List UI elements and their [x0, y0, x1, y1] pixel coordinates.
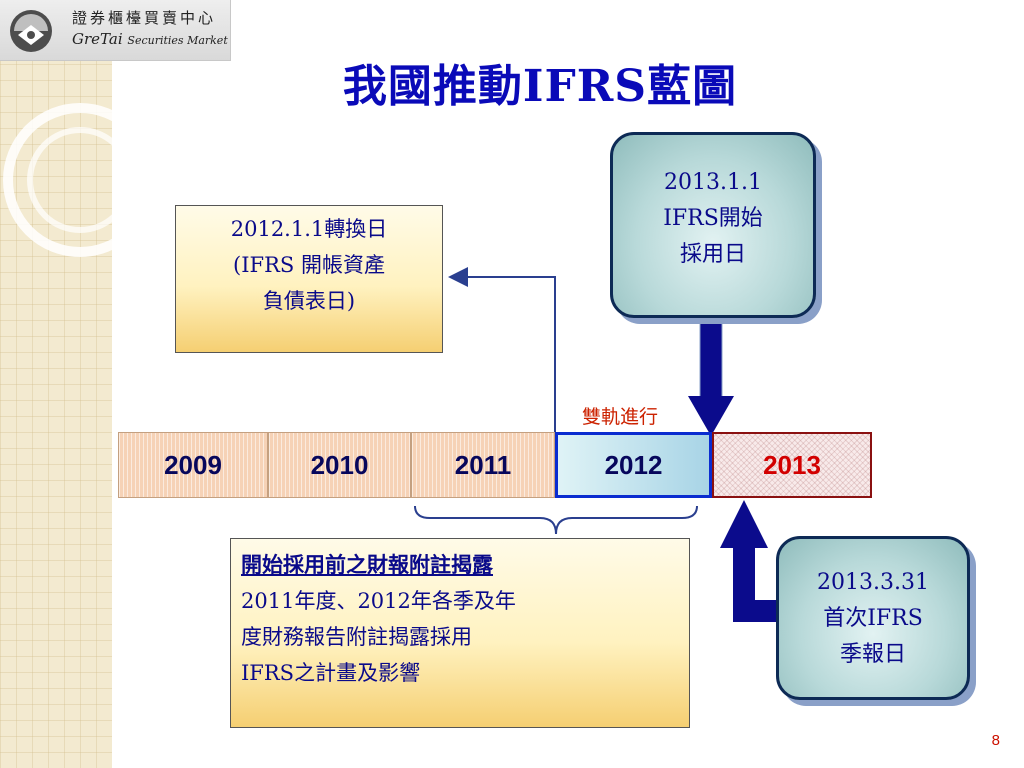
logo: 證券櫃檯買賣中心 GreTai Securities Market — [0, 0, 231, 61]
timeline-year-2012: 2012 — [555, 432, 712, 498]
page-title: 我國推動IFRS藍圖 — [342, 61, 738, 112]
timeline-year-2010: 2010 — [268, 432, 411, 498]
transition-date-connector — [448, 267, 556, 432]
logo-english-name: GreTai Securities Market — [72, 30, 228, 48]
adoption-date-line-1: 2013.1.1 — [664, 170, 762, 195]
pre-adoption-disclosure-box: 開始採用前之財報附註揭露 2011年度、2012年各季及年 度財務報告附註揭露採… — [230, 538, 690, 728]
gretai-logo-icon — [10, 10, 52, 52]
timeline-year-2011: 2011 — [411, 432, 555, 498]
adoption-date-line-3: 採用日 — [679, 242, 746, 267]
timeline-year-2013: 2013 — [712, 432, 872, 498]
decorative-rings — [3, 103, 112, 257]
transition-date-box: 2012.1.1轉換日 (IFRS 開帳資產 負債表日) — [175, 205, 443, 353]
transition-date-line-2: (IFRS 開帳資產 — [233, 253, 385, 277]
quarterly-up-arrow — [720, 500, 778, 622]
first-quarterly-report-box: 2013.3.31 首次IFRS 季報日 — [776, 536, 970, 700]
disclosure-period-brace — [414, 505, 698, 535]
disclosure-line-3: IFRS之計畫及影響 — [241, 661, 421, 685]
adoption-date-line-2: IFRS開始 — [663, 206, 763, 231]
first-quarterly-line-2: 首次IFRS — [823, 606, 923, 631]
first-quarterly-line-1: 2013.3.31 — [817, 570, 929, 595]
first-quarterly-line-3: 季報日 — [839, 642, 906, 667]
logo-english-main: GreTai — [72, 30, 123, 48]
logo-chinese-name: 證券櫃檯買賣中心 — [72, 9, 217, 27]
dual-track-label: 雙軌進行 — [582, 406, 659, 428]
logo-english-sub: Securities Market — [127, 34, 228, 47]
disclosure-heading: 開始採用前之財報附註揭露 — [241, 552, 493, 577]
adoption-date-box: 2013.1.1 IFRS開始 採用日 — [610, 132, 816, 318]
disclosure-line-1: 2011年度、2012年各季及年 — [241, 589, 516, 613]
timeline-year-2009: 2009 — [118, 432, 268, 498]
adoption-down-arrow — [688, 317, 734, 436]
left-decorative-strip — [0, 0, 112, 768]
disclosure-line-2: 度財務報告附註揭露採用 — [241, 625, 472, 649]
transition-date-line-3: 負債表日) — [262, 289, 356, 313]
transition-date-line-1: 2012.1.1轉換日 — [230, 217, 388, 241]
page-number: 8 — [991, 732, 1000, 749]
